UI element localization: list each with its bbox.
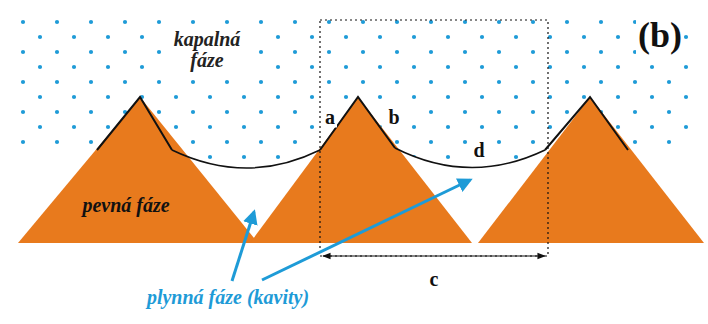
wetted-outline — [545, 97, 628, 150]
solid-peak — [478, 97, 704, 243]
panel-letter: (b) — [636, 17, 684, 55]
phase-label: kapalná fáze — [162, 29, 252, 71]
point-label: a — [323, 107, 337, 128]
meniscus — [172, 150, 320, 168]
wetted-outline — [320, 97, 395, 150]
solid-peak — [18, 97, 258, 243]
phase-label: plynná fáze (kavity) — [145, 287, 311, 308]
leader-arrow — [232, 212, 254, 281]
phase-label: pevná fáze — [80, 195, 171, 216]
dimension-label: c — [428, 269, 441, 290]
meniscus — [395, 148, 545, 168]
unit-cell-frame — [320, 20, 548, 256]
point-label: b — [386, 107, 401, 128]
solid-peak — [250, 97, 472, 243]
point-label: d — [471, 140, 486, 161]
leader-arrow — [262, 180, 470, 280]
dimension-line — [323, 255, 545, 256]
wetted-outline — [97, 97, 172, 150]
